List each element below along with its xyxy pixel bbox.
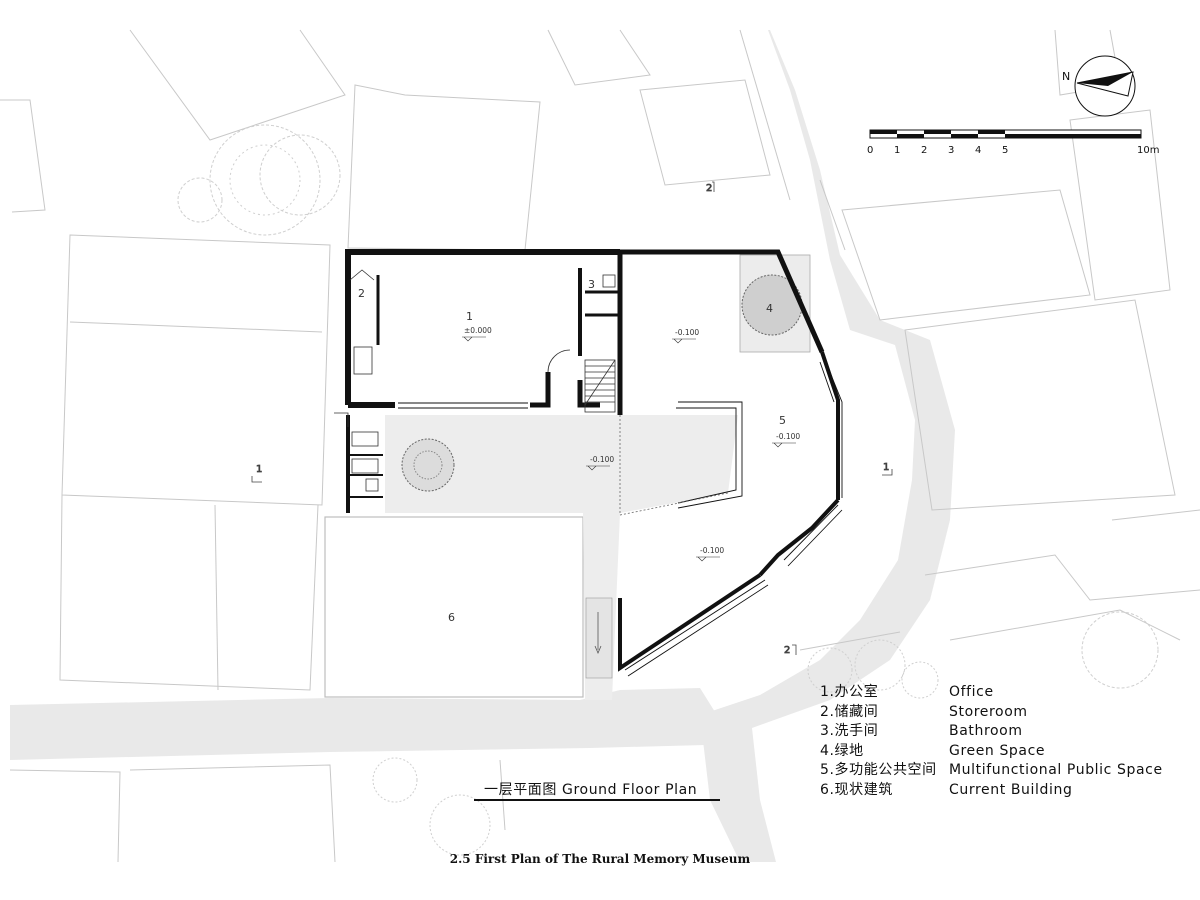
plan-title: 一层平面图 Ground Floor Plan: [484, 782, 698, 798]
figure-caption: 2.5 First Plan of The Rural Memory Museu…: [449, 852, 751, 866]
scale-label-4: 4: [975, 145, 981, 156]
level-court: -0.100: [590, 455, 614, 464]
level-ne: -0.100: [675, 328, 699, 337]
section-marks: 1 1 2 2: [251, 181, 893, 656]
scale-label-5: 5: [1002, 145, 1008, 156]
scale-label-3: 3: [948, 145, 954, 156]
legend-item-en: Storeroom: [949, 703, 1028, 720]
level-south: -0.100: [700, 546, 724, 555]
level-office: ±0.000: [464, 326, 492, 335]
room-label-4: 4: [766, 302, 773, 315]
legend-item-zh: 6.现状建筑: [820, 781, 893, 798]
room-label-1: 1: [466, 310, 473, 323]
room-label-3: 3: [588, 278, 595, 291]
courtyard-tree: [401, 438, 455, 492]
scale-bar: 0 1 2 3 4 5 10m: [867, 129, 1159, 156]
room-label-6: 6: [448, 611, 455, 624]
level-marks: ±0.000 -0.100 -0.100 -0.100 -0.100: [462, 326, 800, 562]
legend-item-zh: 1.办公室: [820, 684, 879, 700]
legend-item-zh: 5.多功能公共空间: [820, 762, 937, 779]
legend-item-en: Bathroom: [949, 723, 1023, 740]
room-label-2: 2: [358, 287, 365, 300]
legend-item-en: Current Building: [949, 781, 1073, 798]
building-walls: [345, 249, 840, 672]
legend-item-zh: 2.储藏间: [820, 703, 879, 720]
fixtures: [334, 269, 616, 492]
legend-item-zh: 4.绿地: [820, 742, 864, 759]
legend-item: 6.现状建筑 Current Building: [820, 781, 1163, 801]
section-mark-2-south: 2: [784, 645, 790, 656]
legend-item-en: Green Space: [949, 742, 1046, 759]
legend-item-en: Office: [949, 684, 994, 700]
legend-item: 3.洗手间 Bathroom: [820, 722, 1163, 742]
stair: [584, 359, 616, 413]
room-label-5: 5: [779, 414, 786, 427]
existing-building-6: [324, 516, 584, 698]
north-arrow: N: [1062, 55, 1136, 117]
legend-item: 2.储藏间 Storeroom: [820, 703, 1163, 723]
section-mark-1-west: 1: [256, 464, 262, 475]
north-label: N: [1062, 70, 1070, 83]
glazing-lines: [398, 249, 843, 677]
plan-title-underline: [474, 799, 720, 801]
scale-label-10m: 10m: [1137, 145, 1159, 156]
neighbor-parcels: [0, 29, 1200, 863]
section-mark-2-north: 2: [706, 183, 712, 194]
legend-item-en: Multifunctional Public Space: [949, 762, 1163, 779]
legend-item: 5.多功能公共空间 Multifunctional Public Space: [820, 761, 1163, 781]
legend-item: 4.绿地 Green Space: [820, 742, 1163, 762]
scale-label-2: 2: [921, 145, 927, 156]
room-legend: 1.办公室 Office 2.储藏间 Storeroom 3.洗手间 Bathr…: [820, 683, 1163, 801]
section-mark-1-east: 1: [883, 462, 889, 473]
courtyard-paving: [385, 415, 738, 700]
tree-symbols: [177, 124, 1159, 856]
scale-label-1: 1: [894, 145, 900, 156]
legend-item-zh: 3.洗手间: [820, 723, 879, 740]
level-east: -0.100: [776, 432, 800, 441]
scale-label-0: 0: [867, 145, 873, 156]
site-roads: [10, 30, 955, 862]
legend-item: 1.办公室 Office: [820, 683, 1163, 703]
